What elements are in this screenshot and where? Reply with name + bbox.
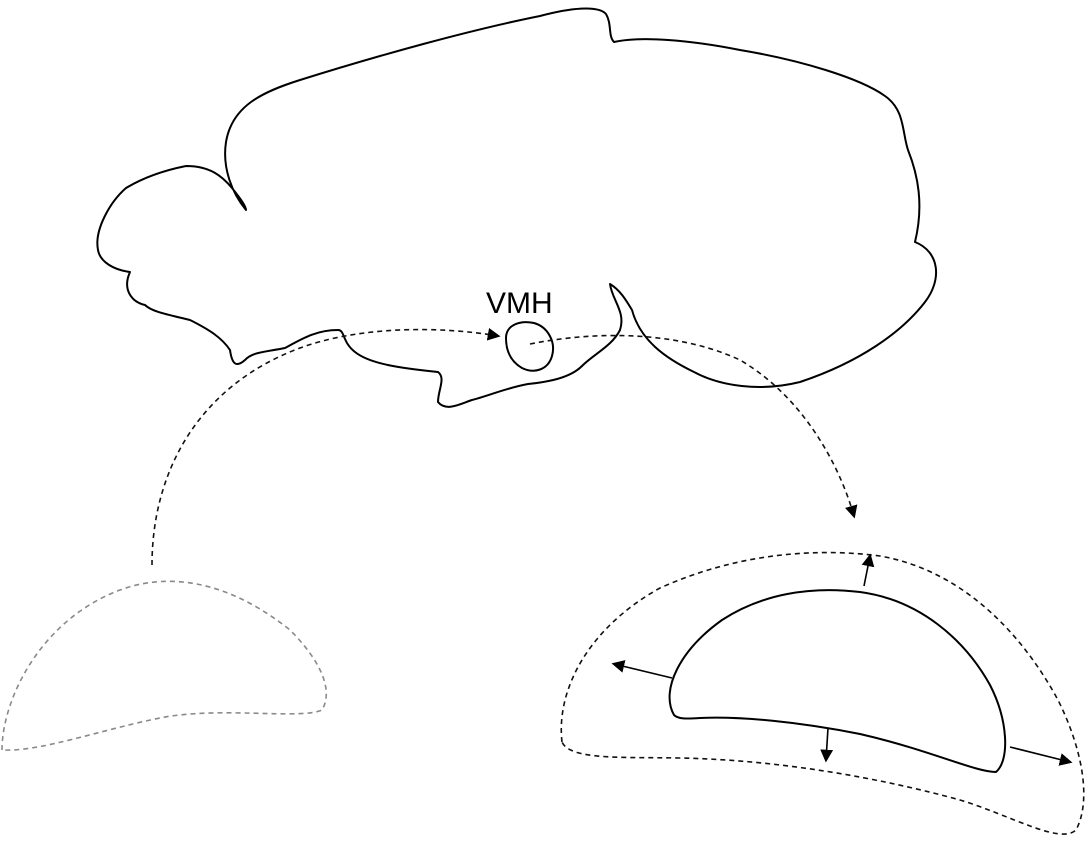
arrow-right [1009,746,1073,766]
arc-to-vmh [151,327,501,566]
arc-to-enlarged [529,334,858,519]
brain-outline [96,7,938,408]
inner-vmh-shape [668,589,1007,773]
expanded-vmh-shape [560,551,1085,835]
arrow-down [820,727,834,763]
vmh-nucleus [505,321,554,372]
original-vmh-shape [1,580,327,751]
arrow-up [861,553,875,587]
arrow-left [611,660,673,679]
vmh-label: VMH [486,287,553,320]
